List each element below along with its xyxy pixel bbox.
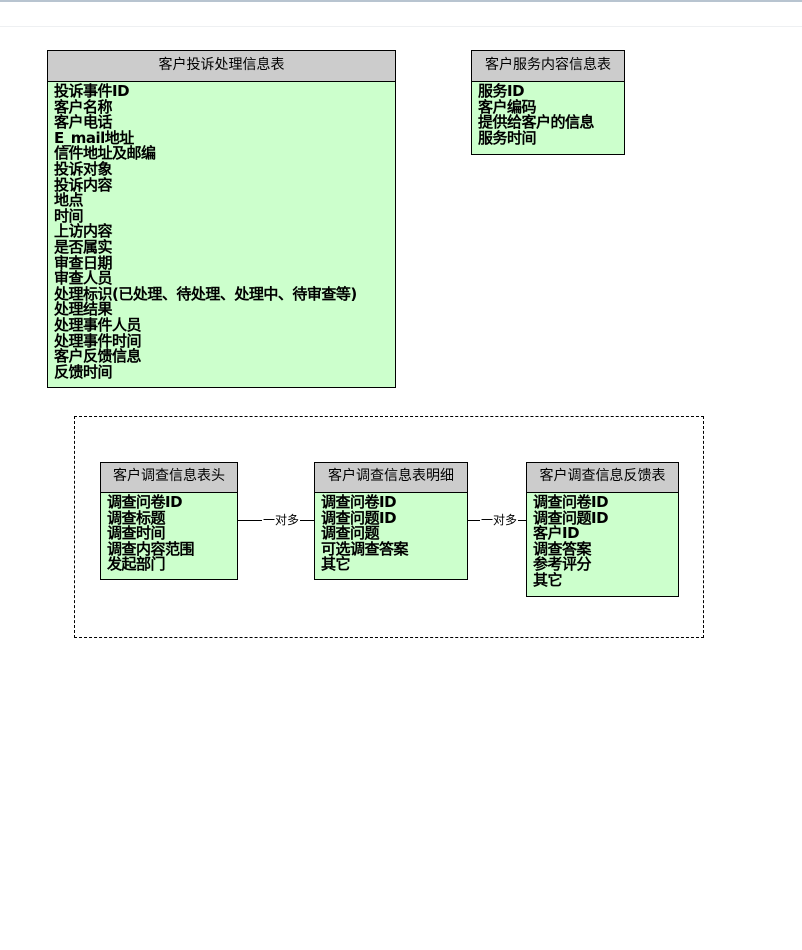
table-title: 客户调查信息反馈表: [527, 463, 678, 493]
table-field: 审查人员: [54, 269, 113, 288]
table-field: 客户名称: [54, 97, 113, 116]
table-field: 服务时间: [478, 128, 537, 147]
table-title: 客户调查信息表明细: [315, 463, 467, 493]
table-field: 可选调查答案: [321, 539, 409, 558]
table-field: 调查时间: [107, 524, 166, 543]
table-title: 客户投诉处理信息表: [48, 51, 395, 82]
table-field: 调查标题: [107, 508, 166, 527]
table-field: 地点: [54, 191, 84, 210]
window-top-border: [0, 0, 802, 2]
table-field: 客户电话: [54, 113, 113, 132]
table-field: 信件地址及邮编: [54, 144, 156, 163]
table-field: 服务ID: [478, 82, 525, 100]
table-field: 其它: [533, 570, 563, 589]
divider: [0, 26, 802, 27]
table-field: 调查内容范围: [107, 539, 195, 558]
table-field: 处理事件人员: [54, 315, 142, 334]
table-title: 客户调查信息表头: [101, 463, 237, 493]
table-field: 其它: [321, 555, 351, 574]
relation-label: 一对多: [262, 513, 301, 527]
table-field: 处理结果: [54, 300, 113, 319]
table-field: 是否属实: [54, 237, 113, 256]
table-title: 客户服务内容信息表: [472, 51, 624, 82]
table-field: 调查问卷ID: [321, 493, 397, 511]
table-field: 客户反馈信息: [54, 347, 142, 366]
table-field: 提供给客户的信息: [478, 113, 595, 132]
table-field: 上访内容: [54, 222, 113, 241]
table-field: 调查答案: [533, 539, 592, 558]
table-field: 处理标识(已处理、待处理、处理中、待审查等): [54, 284, 357, 303]
table-field: 调查问题ID: [533, 508, 609, 527]
table-field: 调查问卷ID: [107, 493, 183, 511]
table-field: 参考评分: [533, 555, 592, 574]
relation-label: 一对多: [480, 513, 519, 527]
table-field: E_mail地址: [54, 128, 134, 147]
table-field: 处理事件时间: [54, 331, 142, 350]
table-field: 调查问题ID: [321, 508, 397, 527]
table-field: 反馈时间: [54, 362, 113, 381]
table-field: 发起部门: [107, 555, 166, 574]
survey-group-boundary: [74, 416, 704, 638]
table-field: 投诉对象: [54, 159, 113, 178]
table-field: 投诉内容: [54, 175, 113, 194]
table-field: 审查日期: [54, 253, 113, 272]
table-field: 投诉事件ID: [54, 82, 130, 100]
table-field: 调查问题: [321, 524, 380, 543]
table-field: 调查问卷ID: [533, 493, 609, 511]
table-field: 客户编码: [478, 97, 537, 116]
table-field: 客户ID: [533, 524, 580, 543]
table-field: 时间: [54, 206, 84, 225]
